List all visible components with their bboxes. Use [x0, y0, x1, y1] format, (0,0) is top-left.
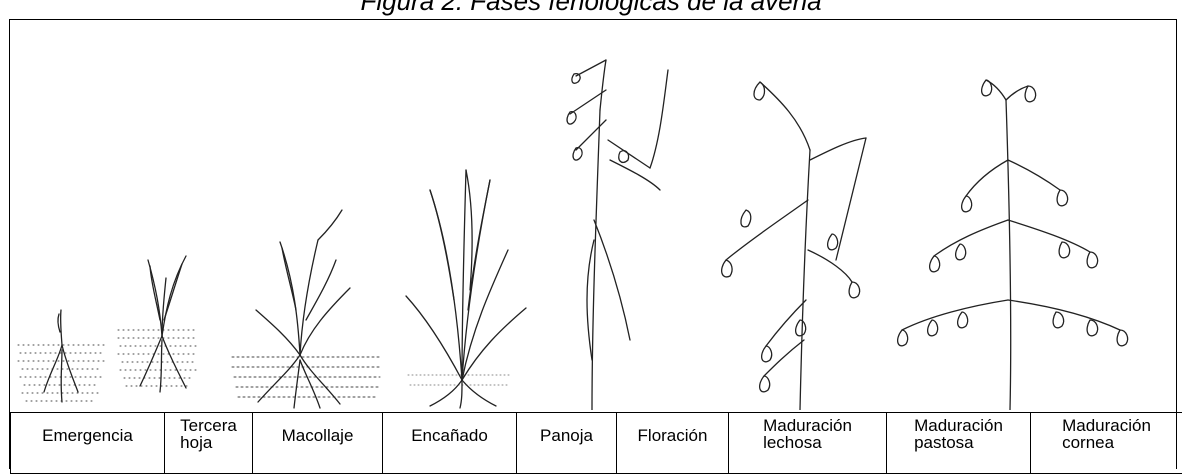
plant-maduracion-icon: [898, 80, 1128, 410]
plant-floracion-icon: [722, 82, 866, 410]
stage-cell-macollaje: Macollaje: [253, 413, 383, 474]
stage-cell-emergencia: Emergencia: [11, 413, 165, 474]
stage-label: Emergencia: [42, 413, 133, 444]
oat-growth-stages-illustration: [10, 20, 1176, 410]
stages-row: Emergencia Tercera hoja Macollaje Encaña…: [11, 413, 1182, 474]
stage-cell-encanado: Encañado: [383, 413, 517, 474]
stages-table: Emergencia Tercera hoja Macollaje Encaña…: [10, 412, 1182, 474]
stage-label: Panoja: [540, 413, 593, 444]
figure-title: Figura 2. Fases fenológicas de la avena: [0, 0, 1182, 16]
spikelet-group: [898, 80, 1128, 346]
soil-speckle: [118, 330, 198, 386]
stage-label: Floración: [638, 413, 708, 444]
stage-cell-maduracion-pastosa: Maduración pastosa: [887, 413, 1031, 474]
plant-macollaje-icon: [232, 210, 382, 408]
plant-encanado-icon: [406, 170, 526, 408]
stage-cell-maduracion-cornea: Maduración cornea: [1031, 413, 1182, 474]
stage-label: Tercera hoja: [180, 413, 237, 451]
stage-label: Maduración pastosa: [914, 413, 1003, 451]
stage-label: Maduración lechosa: [763, 413, 852, 451]
stage-label: Maduración cornea: [1062, 413, 1151, 451]
plant-emergencia-icon: [18, 310, 105, 402]
stage-cell-panoja: Panoja: [517, 413, 617, 474]
stage-cell-tercera-hoja: Tercera hoja: [165, 413, 253, 474]
plant-tercera-hoja-icon: [118, 256, 198, 392]
stage-label: Encañado: [411, 413, 488, 444]
stage-cell-floracion: Floración: [617, 413, 729, 474]
plant-panoja-icon: [567, 60, 668, 410]
stage-cell-maduracion-lechosa: Maduración lechosa: [729, 413, 887, 474]
stage-label: Macollaje: [282, 413, 354, 444]
